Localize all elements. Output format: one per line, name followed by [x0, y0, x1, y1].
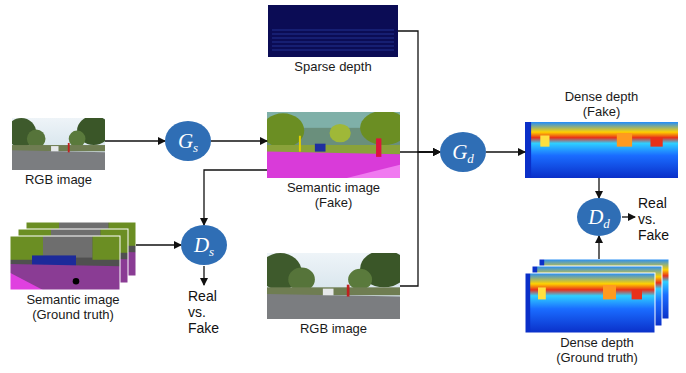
flow-arrow [598, 178, 599, 198]
network-symbol: D [588, 207, 603, 228]
image-caption: Semantic image (Ground truth) [18, 292, 128, 322]
image-panel: Sparse depth [268, 5, 398, 57]
output-label: Real vs. Fake [188, 288, 224, 336]
image-panel: Semantic image (Ground truth) [10, 222, 136, 290]
output-arrow [622, 216, 635, 217]
image-panel: RGB image [267, 253, 400, 319]
network-circle: Ds [181, 225, 227, 265]
network-symbol: G [452, 142, 467, 163]
image-panel: Semantic image (Fake) [267, 112, 400, 178]
image-panel: RGB image [12, 118, 105, 170]
flow-arrow [105, 140, 165, 141]
image-caption-group: Semantic image (Ground truth) [18, 292, 128, 322]
depth-stack [525, 259, 669, 333]
network-circle: Gs [165, 121, 211, 161]
image-panel: Dense depth (Ground truth) [525, 259, 669, 333]
network-circle: Dd [577, 198, 621, 236]
image-caption: Sparse depth [273, 59, 393, 74]
image-caption: Dense depth (Ground truth) [547, 335, 647, 365]
output-arrow [203, 266, 204, 285]
network-circle: Gd [440, 132, 486, 172]
rgb-image [259, 250, 408, 319]
image-caption-group: Semantic image (Fake) [279, 180, 389, 210]
flow-arrow [211, 140, 267, 141]
flow-arrow [598, 236, 599, 259]
frame [525, 273, 655, 333]
flow-arrow [398, 31, 440, 152]
flow-arrow [486, 151, 525, 152]
sparse-depth-image [268, 5, 398, 57]
depth-image [525, 122, 678, 178]
network-subscript: s [209, 245, 214, 258]
image-caption-group: RGB image [0, 172, 119, 187]
depth-image [525, 273, 655, 333]
network-subscript: d [467, 152, 474, 165]
output-label: Real vs. Fake [638, 195, 682, 243]
network-symbol: D [194, 235, 209, 256]
image-caption: RGB image [0, 172, 119, 187]
rgb-image [6, 116, 110, 170]
network-subscript: s [193, 141, 198, 154]
network-subscript: d [603, 217, 610, 230]
image-caption-group: Dense depth (Ground truth) [547, 335, 647, 365]
semantic-image [262, 111, 408, 178]
flow-arrow [400, 152, 440, 286]
image-caption: Dense depth (Fake) [552, 89, 652, 119]
sparse-depth-scanlines [272, 30, 394, 50]
image-panel: Dense depth (Fake) [525, 122, 678, 178]
image-caption-group: RGB image [274, 321, 394, 336]
image-caption: RGB image [274, 321, 394, 336]
image-caption: Semantic image (Fake) [279, 180, 389, 210]
output-arrows [204, 217, 635, 285]
frame [10, 236, 120, 290]
flow-arrow [204, 170, 267, 225]
image-caption-group: Dense depth (Fake) [552, 89, 652, 119]
flow-arrow [136, 244, 181, 245]
semantic-image [10, 236, 120, 290]
sparse-depth-ground [268, 5, 398, 57]
image-caption-group: Sparse depth [273, 59, 393, 74]
semantic-stack [10, 222, 136, 290]
network-symbol: G [178, 131, 193, 152]
